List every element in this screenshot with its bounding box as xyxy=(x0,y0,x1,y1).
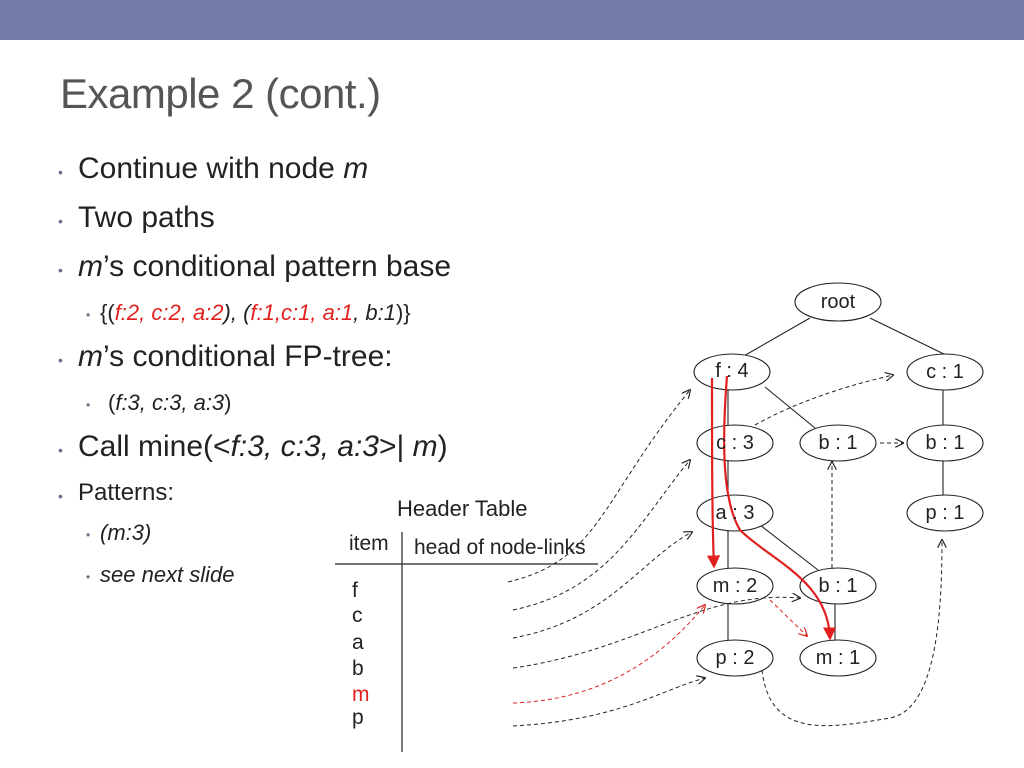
node-a3: a : 3 xyxy=(715,502,755,524)
bullet-patterns: • Patterns: xyxy=(58,479,175,506)
header-table-title: Header Table xyxy=(397,496,528,521)
slide-top-bar xyxy=(0,0,1024,40)
bullet-call-mine: • Call mine(<f:3, c:3, a:3>| m) xyxy=(58,430,448,463)
node-b1-low-ellipse xyxy=(799,567,877,605)
bullet-conditional-pattern-base: • m’s conditional pattern base xyxy=(58,250,452,283)
header-table-col-item: item xyxy=(349,532,389,555)
node-b1-right: b : 1 xyxy=(925,432,965,454)
node-root: root xyxy=(820,291,856,313)
node-p1-right: p : 1 xyxy=(925,502,965,524)
node-links-dashed xyxy=(507,375,942,727)
node-p2-ellipse xyxy=(696,639,774,677)
node-c3-ellipse xyxy=(696,424,774,462)
header-item-a: a xyxy=(352,631,364,654)
node-m1: m : 1 xyxy=(815,647,861,669)
bullet-pattern-base-values: • {(f:2, c:2, a:2), (f:1,c:1, a:1, b:1)} xyxy=(86,300,411,325)
header-item-p: p xyxy=(352,706,364,729)
bullet-pattern-m3: • (m:3) xyxy=(86,520,152,545)
header-item-f: f xyxy=(352,579,358,602)
bullet-fp-tree-values: • (f:3, c:3, a:3) xyxy=(86,390,232,415)
header-item-c: c xyxy=(352,604,363,627)
m-paths-red xyxy=(706,375,837,641)
bullet-continue-node: • Continue with node m xyxy=(58,152,369,185)
node-c1-top-ellipse xyxy=(906,353,984,391)
bullet-two-paths: • Two paths xyxy=(58,201,215,234)
node-c3: c : 3 xyxy=(716,432,754,454)
node-m2-ellipse xyxy=(696,567,774,605)
node-p1-right-ellipse xyxy=(906,494,984,532)
node-c1-top: c : 1 xyxy=(926,361,964,383)
node-b1-mid-ellipse xyxy=(799,424,877,462)
node-b1-low: b : 1 xyxy=(818,575,858,597)
node-p2: p : 2 xyxy=(715,647,755,669)
node-f4: f : 4 xyxy=(715,360,749,382)
node-a3-ellipse xyxy=(696,494,774,532)
node-m1-ellipse xyxy=(799,639,877,677)
header-item-b: b xyxy=(352,657,364,680)
node-b1-right-ellipse xyxy=(906,424,984,462)
bullet-conditional-fp-tree: • m’s conditional FP-tree: xyxy=(58,340,393,373)
node-b1-mid: b : 1 xyxy=(818,432,858,454)
header-item-m: m xyxy=(352,683,370,706)
slide-title: Example 2 (cont.) xyxy=(60,70,381,117)
node-m2: m : 2 xyxy=(712,575,758,597)
header-table-col-head: head of node-links xyxy=(414,536,586,559)
bullet-see-next-slide: • see next slide xyxy=(86,562,235,587)
node-root-ellipse xyxy=(794,282,882,322)
m-node-links xyxy=(512,599,807,704)
